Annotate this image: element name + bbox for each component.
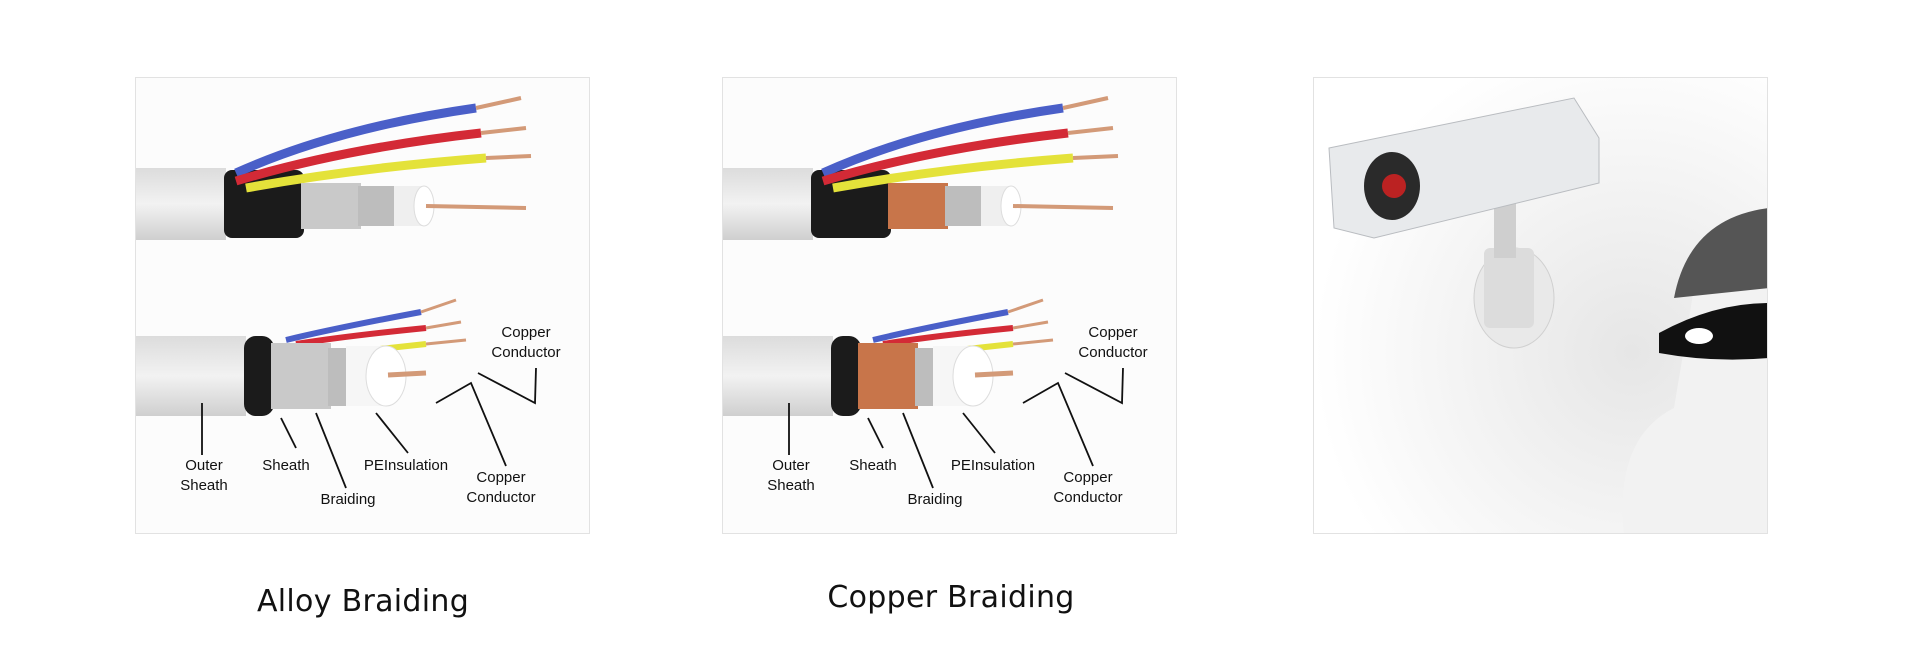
label-sheath: Sheath	[262, 457, 310, 474]
label-copper-conductor-top: Copper Conductor	[491, 324, 561, 361]
label-copper-conductor-bottom: Copper Conductor	[466, 469, 536, 506]
label-pe-insulation: PEInsulation	[363, 457, 449, 474]
label-copper-conductor-top: Copper Conductor	[1078, 324, 1148, 361]
caption-copper-braiding: Copper Braiding	[827, 580, 1075, 615]
label-copper-conductor-bottom: Copper Conductor	[1053, 469, 1123, 506]
braiding-layer	[301, 183, 361, 229]
cable-illustration	[723, 96, 1124, 489]
label-pe-insulation: PEInsulation	[950, 457, 1036, 474]
label-outer-sheath: Outer Sheath	[767, 457, 815, 494]
label-outer-sheath: Outer Sheath	[180, 457, 228, 494]
label-sheath: Sheath	[849, 457, 897, 474]
braiding-layer	[858, 343, 918, 409]
label-braiding: Braiding	[907, 491, 963, 508]
copper-braiding-image: Outer Sheath Sheath Braiding PEInsulatio…	[722, 77, 1177, 534]
alloy-braiding-image: Outer Sheath Sheath Braiding PEInsulatio…	[135, 77, 590, 534]
braiding-layer	[888, 183, 948, 229]
cctv-camera-image	[1313, 77, 1768, 534]
cable-illustration	[136, 96, 537, 489]
braiding-layer	[271, 343, 331, 409]
label-braiding: Braiding	[320, 491, 376, 508]
caption-alloy-braiding: Alloy Braiding	[256, 584, 470, 619]
